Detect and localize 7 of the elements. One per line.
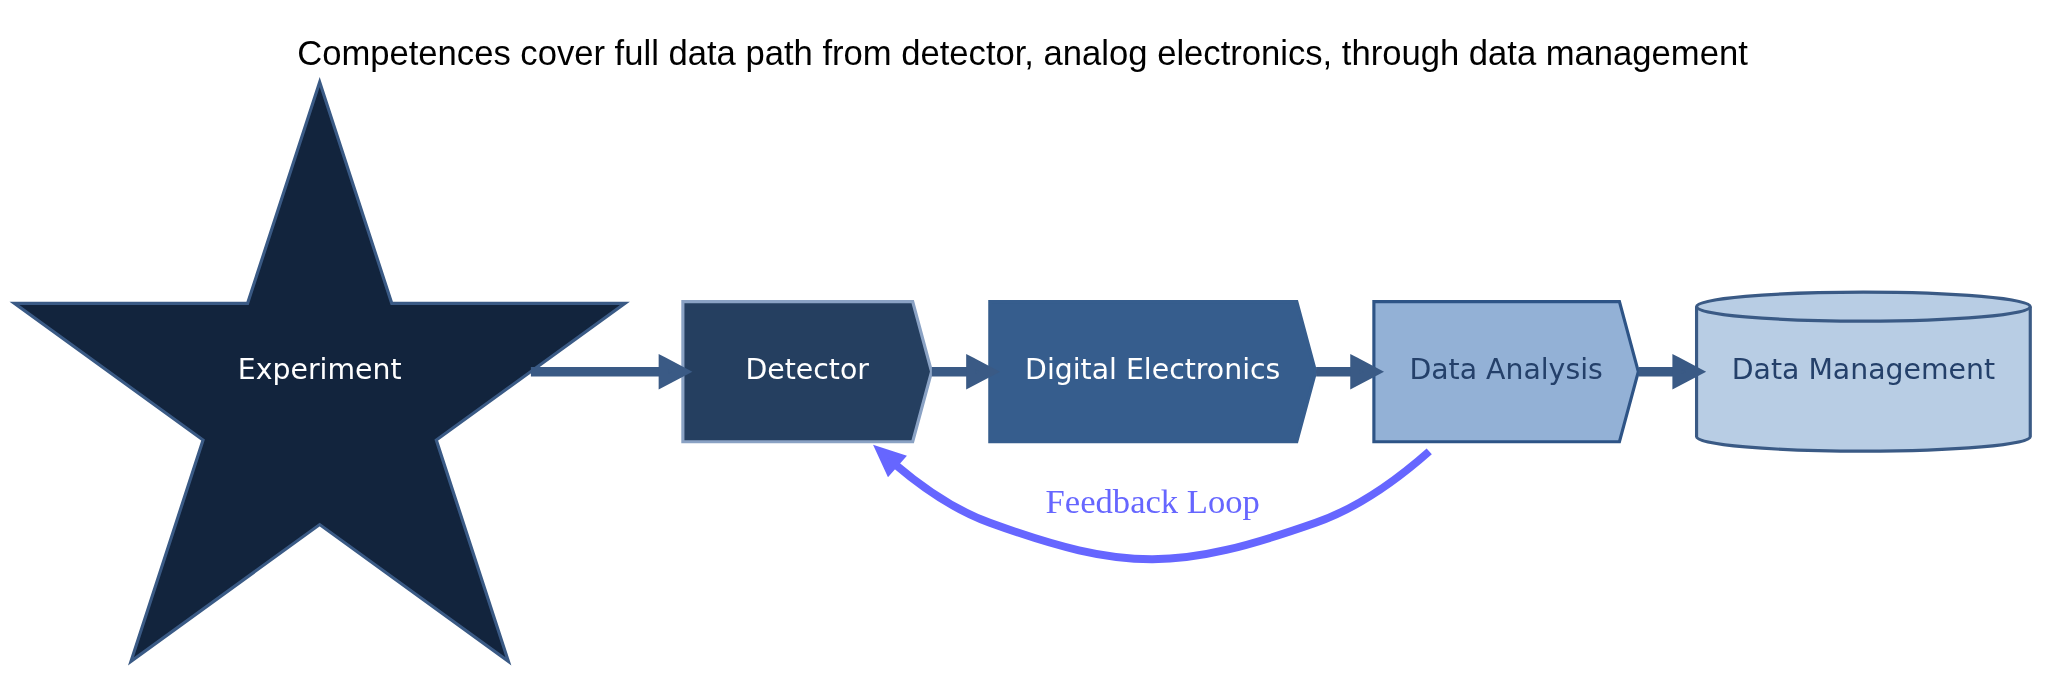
arrow	[873, 444, 1432, 564]
arrow	[1316, 353, 1385, 390]
arrow	[1638, 353, 1707, 390]
arrow	[530, 353, 693, 390]
diagram-title: Competences cover full data path from detector, analog electronics, through data management	[297, 34, 1748, 73]
edge-label: Feedback Loop	[1045, 481, 1260, 520]
arrow	[931, 353, 1000, 390]
